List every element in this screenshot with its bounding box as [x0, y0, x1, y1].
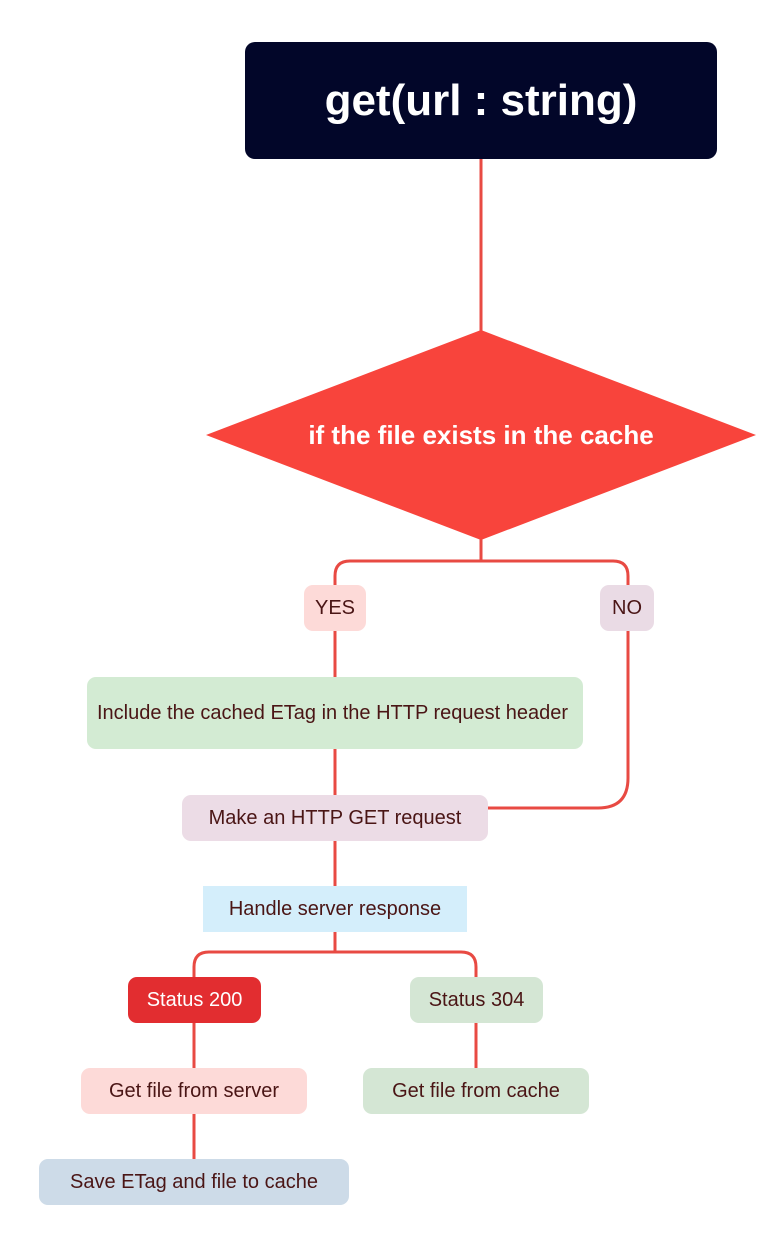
save-etag-node[interactable]: Save ETag and file to cache [39, 1159, 349, 1205]
decision-label: if the file exists in the cache [308, 419, 654, 450]
get-from-server-label: Get file from server [108, 1079, 280, 1102]
no-to-request-line [486, 629, 630, 810]
branch-yes[interactable]: YES [304, 585, 366, 631]
include-etag-node[interactable]: Include the cached ETag in the HTTP requ… [87, 677, 583, 749]
decision-to-no-line [479, 559, 630, 587]
get-from-cache-label: Get file from cache [392, 1079, 560, 1102]
handle-response-label: Handle server response [228, 897, 442, 920]
handle-response-node[interactable]: Handle server response [203, 886, 467, 932]
make-request-label: Make an HTTP GET request [208, 806, 462, 829]
status-200-label: Status 200 [146, 988, 243, 1011]
decision-to-yes-line [333, 538, 483, 587]
handle-to-status-line [192, 930, 478, 979]
branch-yes-label: YES [314, 596, 356, 619]
save-etag-label: Save ETag and file to cache [70, 1170, 318, 1193]
make-request-node[interactable]: Make an HTTP GET request [182, 795, 488, 841]
branch-no-label: NO [612, 596, 642, 619]
status-200-node[interactable]: Status 200 [128, 977, 261, 1023]
status-304-label: Status 304 [428, 988, 525, 1011]
branch-no[interactable]: NO [600, 585, 654, 631]
status-304-node[interactable]: Status 304 [410, 977, 543, 1023]
get-from-cache-node[interactable]: Get file from cache [363, 1068, 589, 1114]
root-node[interactable]: get(url : string) [245, 42, 717, 159]
get-from-server-node[interactable]: Get file from server [81, 1068, 307, 1114]
root-label: get(url : string) [324, 75, 638, 125]
include-etag-label: Include the cached ETag in the HTTP requ… [97, 701, 569, 724]
